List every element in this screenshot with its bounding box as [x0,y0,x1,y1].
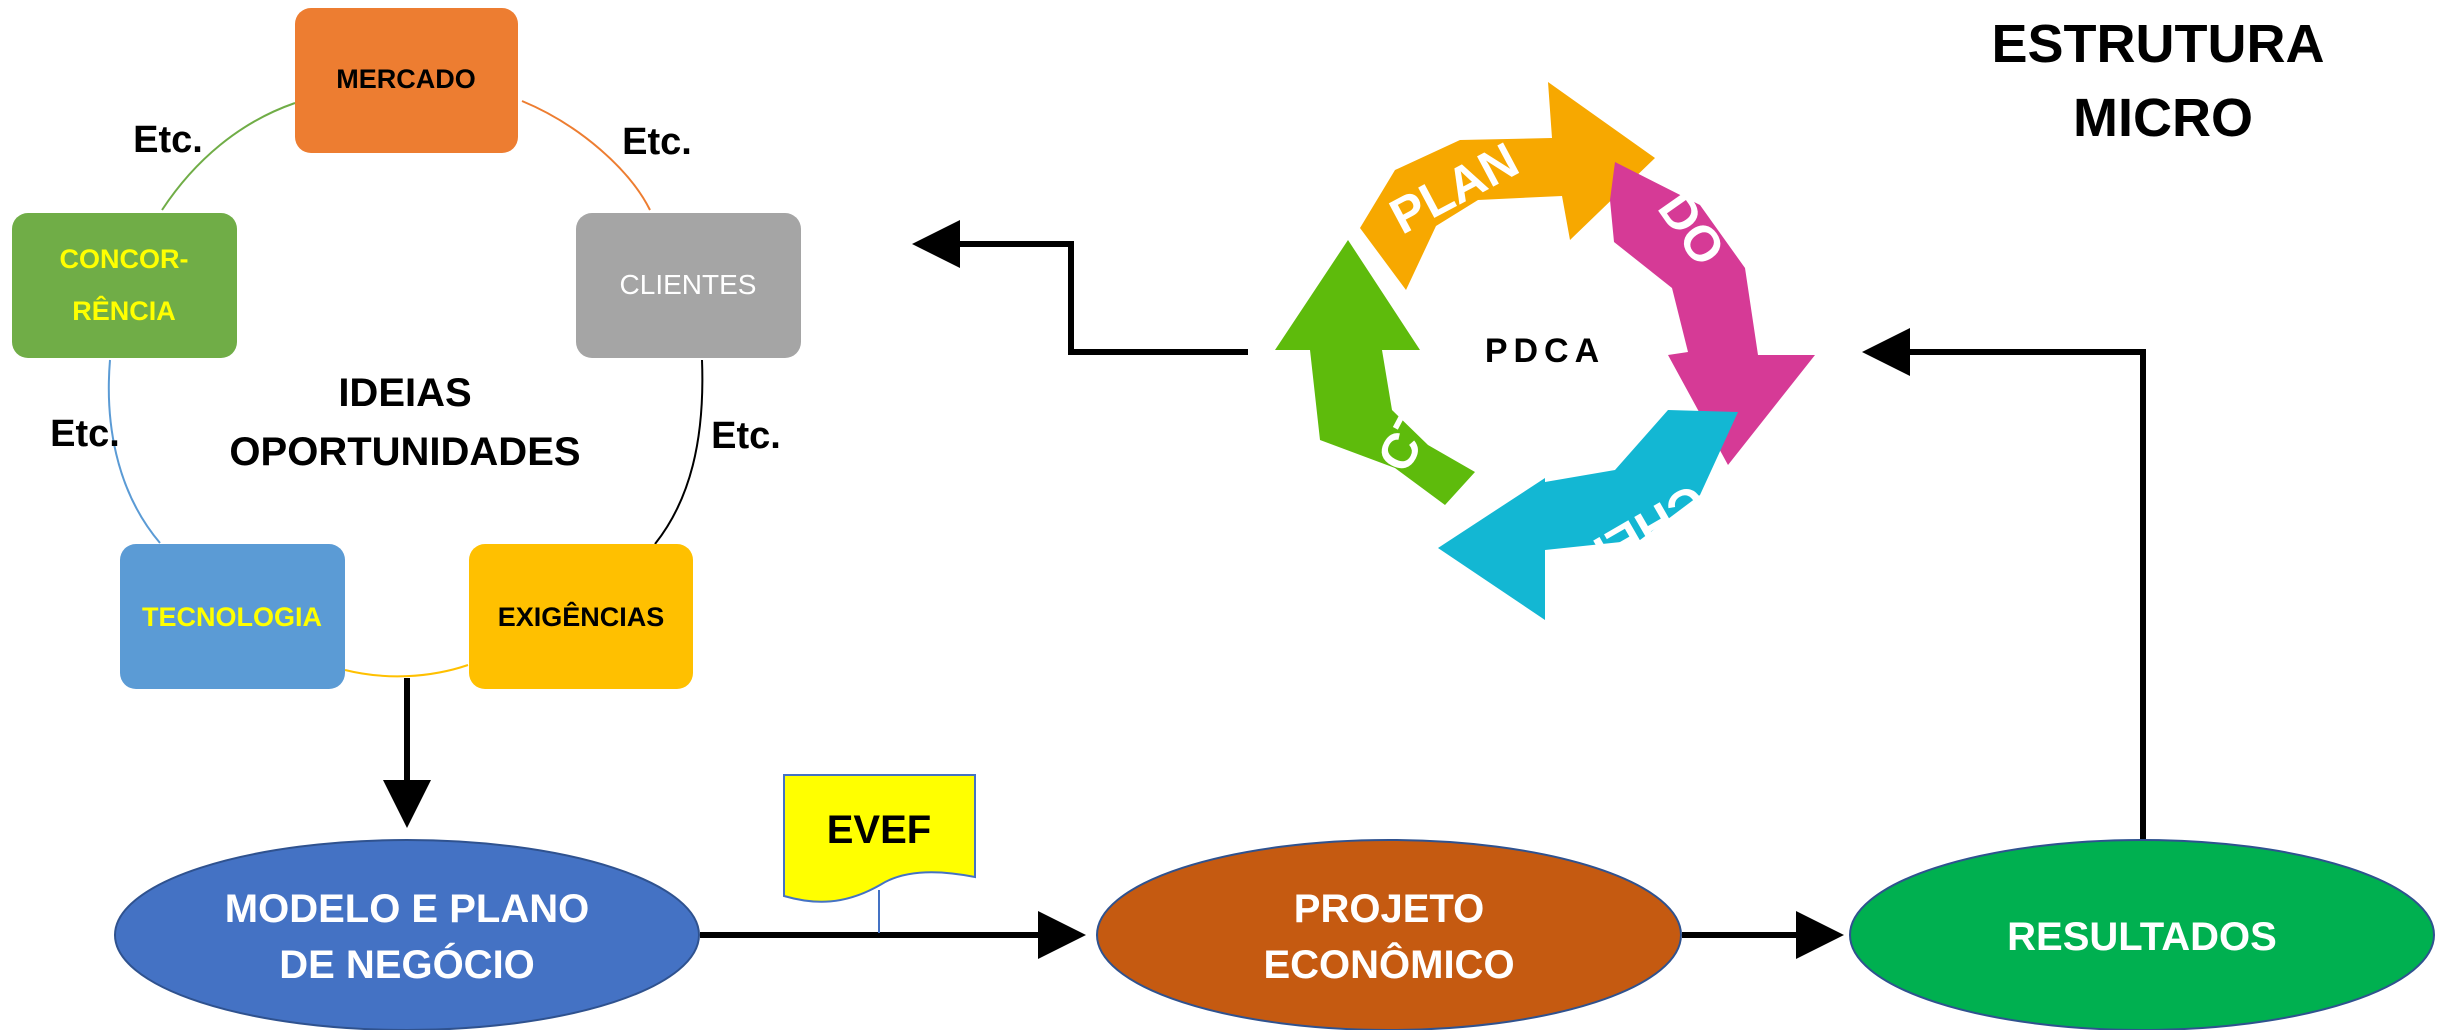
node-exigencias [469,544,693,689]
node-clientes [576,213,801,358]
pdca-act-arrow [1275,240,1475,505]
pdca-center-label: PDCA [1485,332,1605,370]
evef-note [783,774,976,903]
node-resultados-label: RESULTADOS [2007,915,2277,959]
etc-label-mid-right: Etc. [711,415,781,457]
title-line-1: ESTRUTURA [1992,14,2325,74]
node-projeto-label-2: ECONÔMICO [1263,941,1514,987]
node-modelo-label-2: DE NEGÓCIO [279,941,535,987]
node-exigencias-label: EXIGÊNCIAS [498,601,665,632]
pdca-plan-arrow [1360,82,1655,290]
cycle-arc-concorrencia-mercado [161,102,296,211]
arrow-pdca-to-cycle [912,220,1248,355]
cycle-arc-clientes-exigencias [654,359,704,545]
node-clientes-label: CLIENTES [620,269,757,300]
node-projeto-label-1: PROJETO [1294,887,1484,931]
cycle-arc-tecnologia-concorrencia [107,359,161,544]
node-resultados [1849,839,2435,1030]
pdca-cycle: PLAN DO CHEK ACT PDCA [1275,82,1815,620]
node-concorrencia [12,213,237,358]
node-tecnologia [120,544,345,689]
cycle-arc-mercado-clientes [521,100,651,211]
node-modelo [114,839,700,1030]
title-line-2: MICRO [2073,88,2253,148]
etc-label-top-left: Etc. [133,119,203,161]
node-mercado-label: MERCADO [336,64,476,94]
cycle-arc-exigencias-tecnologia [344,664,469,678]
cycle-center-line-2: OPORTUNIDADES [229,430,580,474]
node-projeto [1096,839,1682,1030]
evef-label: EVEF [827,808,931,852]
node-mercado [295,8,518,153]
node-tecnologia-label: TECNOLOGIA [142,602,322,632]
pdca-check-arrow [1438,410,1738,620]
etc-label-top-right: Etc. [622,121,692,163]
node-modelo-label-1: MODELO E PLANO [225,887,589,931]
node-concorrencia-label-2: RÊNCIA [72,295,176,326]
etc-label-mid-left: Etc. [50,413,120,455]
node-concorrencia-label-1: CONCOR- [60,244,189,274]
pdca-do-arrow [1610,162,1815,465]
cycle-center-line-1: IDEIAS [338,371,471,415]
arrow-resultados-to-pdca [1862,328,2146,843]
